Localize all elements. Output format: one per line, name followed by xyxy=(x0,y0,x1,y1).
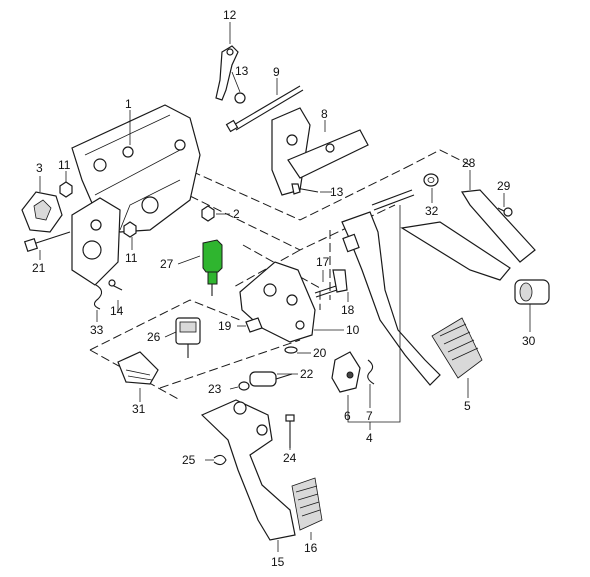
callout-12: 12 xyxy=(223,8,237,22)
callout-28: 28 xyxy=(462,156,476,170)
callout-27: 27 xyxy=(160,257,174,271)
callout-5: 5 xyxy=(464,399,471,413)
callout-9: 9 xyxy=(273,65,280,79)
callout-13b: 13 xyxy=(330,185,344,199)
part-18-clip xyxy=(332,269,348,293)
part-7-clip xyxy=(367,359,375,385)
leader-lines xyxy=(39,22,531,552)
part-25-clip xyxy=(213,454,227,466)
part-24-bolt xyxy=(285,414,295,448)
callout-30: 30 xyxy=(522,334,536,348)
callout-26: 26 xyxy=(147,330,161,344)
callout-3: 3 xyxy=(36,161,43,175)
callout-33: 33 xyxy=(90,323,104,337)
callout-18: 18 xyxy=(341,303,355,317)
callout-29: 29 xyxy=(497,179,511,193)
callout-23: 23 xyxy=(208,382,222,396)
callout-10: 10 xyxy=(346,323,360,337)
part-21-bolt xyxy=(23,231,71,253)
callout-25: 25 xyxy=(182,453,196,467)
part-30-cylinder xyxy=(514,279,550,305)
callout-17: 17 xyxy=(316,255,330,269)
part-4-clutch-pedal xyxy=(341,189,441,386)
callout-32: 32 xyxy=(425,204,439,218)
part-9-rod xyxy=(225,85,304,133)
part-29-screw xyxy=(497,207,513,217)
callout-16: 16 xyxy=(304,541,318,555)
part-8-lever xyxy=(271,107,369,196)
callout-20: 20 xyxy=(313,346,327,360)
part-3-gasket xyxy=(21,191,63,233)
part-6-actuator xyxy=(331,351,361,393)
callout-1: 1 xyxy=(125,97,132,111)
part-20-washer xyxy=(284,346,298,354)
part-16-pedal-pad xyxy=(291,477,323,531)
part-22-cylinder xyxy=(249,371,293,387)
part-32-ring xyxy=(423,173,439,187)
callout-6: 6 xyxy=(344,409,351,423)
part-1-pedal-bracket xyxy=(71,104,201,286)
part-12-bracket-arm xyxy=(215,45,246,104)
callout-labels: 1 2 3 4 5 6 7 8 9 10 11 11 12 13 13 14 1… xyxy=(32,8,536,569)
part-14-screw xyxy=(108,279,123,291)
callout-14: 14 xyxy=(110,304,124,318)
callout-13a: 13 xyxy=(235,64,249,78)
part-19-clip xyxy=(245,317,263,333)
part-26-sensor xyxy=(175,317,201,358)
callout-8: 8 xyxy=(321,107,328,121)
part-23-clip xyxy=(238,381,250,391)
callout-11a: 11 xyxy=(58,158,71,172)
callout-4: 4 xyxy=(366,431,373,445)
part-33-clip xyxy=(93,284,103,310)
callout-15: 15 xyxy=(271,555,285,569)
callout-11b: 11 xyxy=(125,251,138,265)
callout-24: 24 xyxy=(283,451,297,465)
part-2-nut xyxy=(201,205,215,222)
part-15-pedal xyxy=(200,399,296,541)
callout-2: 2 xyxy=(233,207,240,221)
callout-21: 21 xyxy=(32,261,46,275)
part-28-bracket xyxy=(400,189,536,281)
callout-31: 31 xyxy=(132,402,146,416)
part-13-bolt xyxy=(291,183,319,195)
callout-22: 22 xyxy=(300,367,314,381)
callout-7: 7 xyxy=(366,409,373,423)
part-27-switch-highlighted xyxy=(202,239,223,296)
callout-19: 19 xyxy=(218,319,232,333)
part-31-plate xyxy=(117,351,159,385)
part-5-pedal-pad xyxy=(431,317,483,379)
